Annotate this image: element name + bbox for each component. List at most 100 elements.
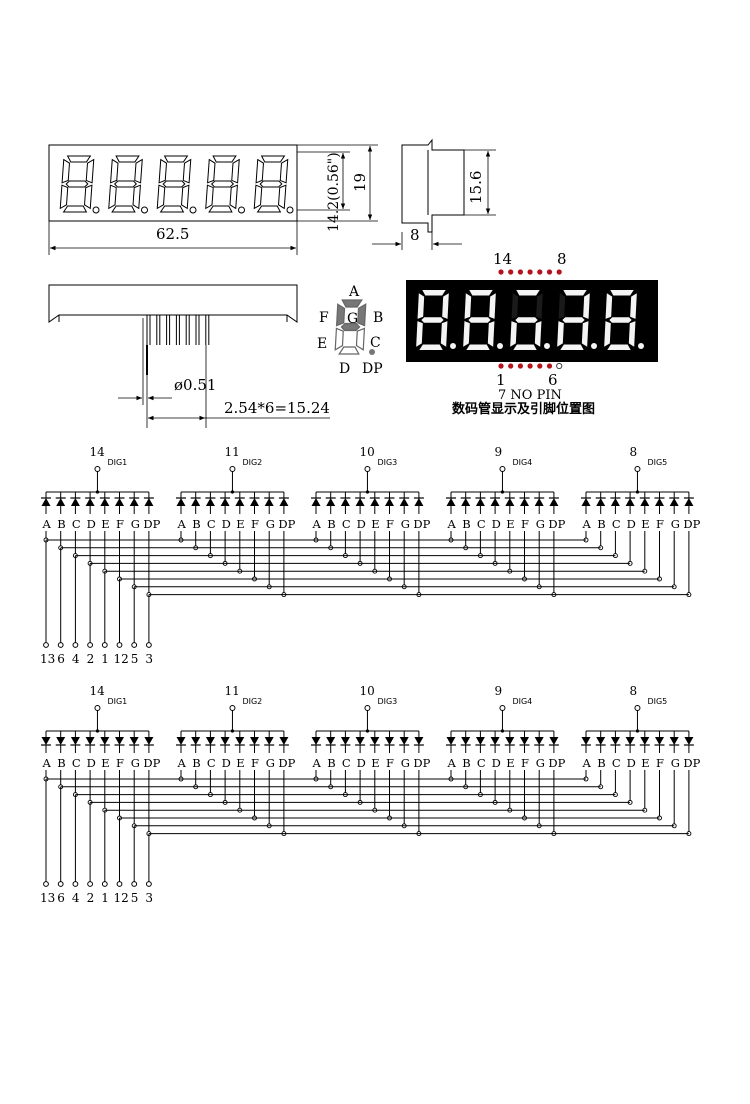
junction-dot bbox=[500, 490, 505, 494]
junction-dot bbox=[365, 729, 370, 733]
led-diode bbox=[399, 498, 409, 506]
segment-label: C bbox=[342, 756, 351, 770]
lit-decimal-point bbox=[638, 343, 644, 349]
segment-label: F bbox=[116, 756, 124, 770]
lit-decimal-point bbox=[591, 343, 597, 349]
led-diode bbox=[41, 737, 51, 745]
led-diode bbox=[490, 498, 500, 506]
lit-digit bbox=[463, 290, 503, 350]
bottom-pin-dot bbox=[498, 363, 504, 369]
segment-label: D bbox=[627, 517, 636, 531]
segment-label: A bbox=[582, 756, 592, 770]
led-diode bbox=[205, 737, 215, 745]
legend-segment-e bbox=[334, 327, 344, 351]
decimal-point-outline bbox=[189, 206, 197, 214]
lit-segment-a bbox=[563, 290, 587, 296]
front-view bbox=[48, 144, 298, 222]
lit-segment-c bbox=[487, 321, 495, 347]
bottom-pin-dot bbox=[537, 363, 543, 369]
segment-label: B bbox=[192, 756, 200, 770]
lit-segment-d bbox=[560, 344, 584, 350]
digit-pin-terminal bbox=[364, 466, 371, 472]
lit-segment-b bbox=[536, 293, 543, 319]
led-diode bbox=[355, 498, 365, 506]
digit-pin-number: 10 bbox=[359, 445, 374, 459]
legend-label-c: C bbox=[370, 335, 381, 351]
top-pin-dot bbox=[498, 269, 504, 275]
led-diode bbox=[414, 498, 424, 506]
segment-label: G bbox=[131, 756, 140, 770]
segment-label: B bbox=[57, 756, 65, 770]
led-diode bbox=[220, 498, 230, 506]
digit-pin-terminal bbox=[94, 705, 101, 711]
segment-outline bbox=[111, 205, 136, 213]
digit-label: DIG3 bbox=[377, 458, 397, 467]
led-diode bbox=[655, 498, 664, 506]
led-diode bbox=[41, 498, 51, 506]
segment-label: C bbox=[612, 756, 621, 770]
bottom-pin-dot bbox=[517, 363, 524, 369]
segment-label: G bbox=[401, 517, 410, 531]
lit-segment-f bbox=[558, 293, 566, 319]
segment-label: D bbox=[87, 756, 96, 770]
segment-pin-terminal bbox=[43, 642, 49, 648]
lit-segment-a bbox=[469, 290, 493, 296]
segment-label: F bbox=[656, 517, 664, 531]
top-pin-dot bbox=[546, 269, 553, 275]
segment-outline bbox=[208, 205, 233, 213]
segment-pin-terminal bbox=[101, 642, 108, 648]
legend-segment-a bbox=[341, 299, 363, 308]
segment-outline bbox=[205, 184, 214, 210]
segment-label: A bbox=[447, 517, 457, 531]
lit-segment-g bbox=[421, 317, 444, 323]
segment-pin-terminal bbox=[43, 881, 49, 887]
digit-label: DIG5 bbox=[647, 458, 667, 467]
no-pin-label: 7 NO PIN bbox=[498, 388, 562, 403]
lit-digit bbox=[510, 290, 550, 350]
led-diode bbox=[610, 498, 620, 506]
segment-pin-terminal bbox=[87, 642, 93, 648]
led-diode bbox=[115, 737, 124, 745]
bottom-pin-dot bbox=[546, 363, 553, 369]
led-diode bbox=[235, 737, 245, 745]
junction-dot bbox=[500, 729, 505, 733]
led-diode bbox=[490, 737, 500, 745]
digit-pin-number: 8 bbox=[629, 684, 637, 698]
legend-segment-c bbox=[355, 327, 366, 351]
front-digits bbox=[59, 155, 294, 214]
led-diode bbox=[191, 498, 201, 506]
lit-segment-c bbox=[581, 321, 589, 347]
segment-label: B bbox=[327, 517, 335, 531]
led-diode bbox=[326, 737, 336, 745]
led-diode bbox=[340, 498, 350, 506]
segment-pin-number: 5 bbox=[131, 891, 139, 905]
digit-pin-number: 14 bbox=[89, 684, 105, 698]
led-diode bbox=[669, 737, 679, 745]
lit-segment-e bbox=[416, 321, 423, 347]
segment-label: B bbox=[462, 756, 470, 770]
segment-pin-terminal bbox=[146, 642, 152, 648]
segment-label: C bbox=[207, 517, 216, 531]
digit-label: DIG4 bbox=[512, 458, 532, 467]
segment-label: DP bbox=[683, 756, 700, 770]
pin-label-6: 6 bbox=[548, 371, 558, 389]
segment-label: B bbox=[462, 517, 470, 531]
segment-label: DP bbox=[413, 517, 430, 531]
segment-outline bbox=[162, 180, 186, 188]
lit-segment-e bbox=[604, 321, 611, 347]
led-diode bbox=[505, 737, 515, 745]
segment-label: G bbox=[671, 517, 680, 531]
led-diode bbox=[534, 737, 544, 745]
lit-segment-f bbox=[464, 293, 472, 319]
segment-pin-terminal bbox=[101, 881, 108, 887]
segment-label: B bbox=[57, 517, 65, 531]
segment-label: A bbox=[177, 756, 187, 770]
led-diode bbox=[129, 737, 139, 745]
segment-label: E bbox=[641, 756, 649, 770]
segment-pin-number: 4 bbox=[72, 891, 80, 905]
segment-outline bbox=[212, 155, 237, 163]
digit-label: DIG2 bbox=[242, 458, 262, 467]
led-diode bbox=[279, 737, 289, 745]
junction-dot bbox=[230, 490, 235, 494]
led-diode bbox=[581, 737, 591, 745]
